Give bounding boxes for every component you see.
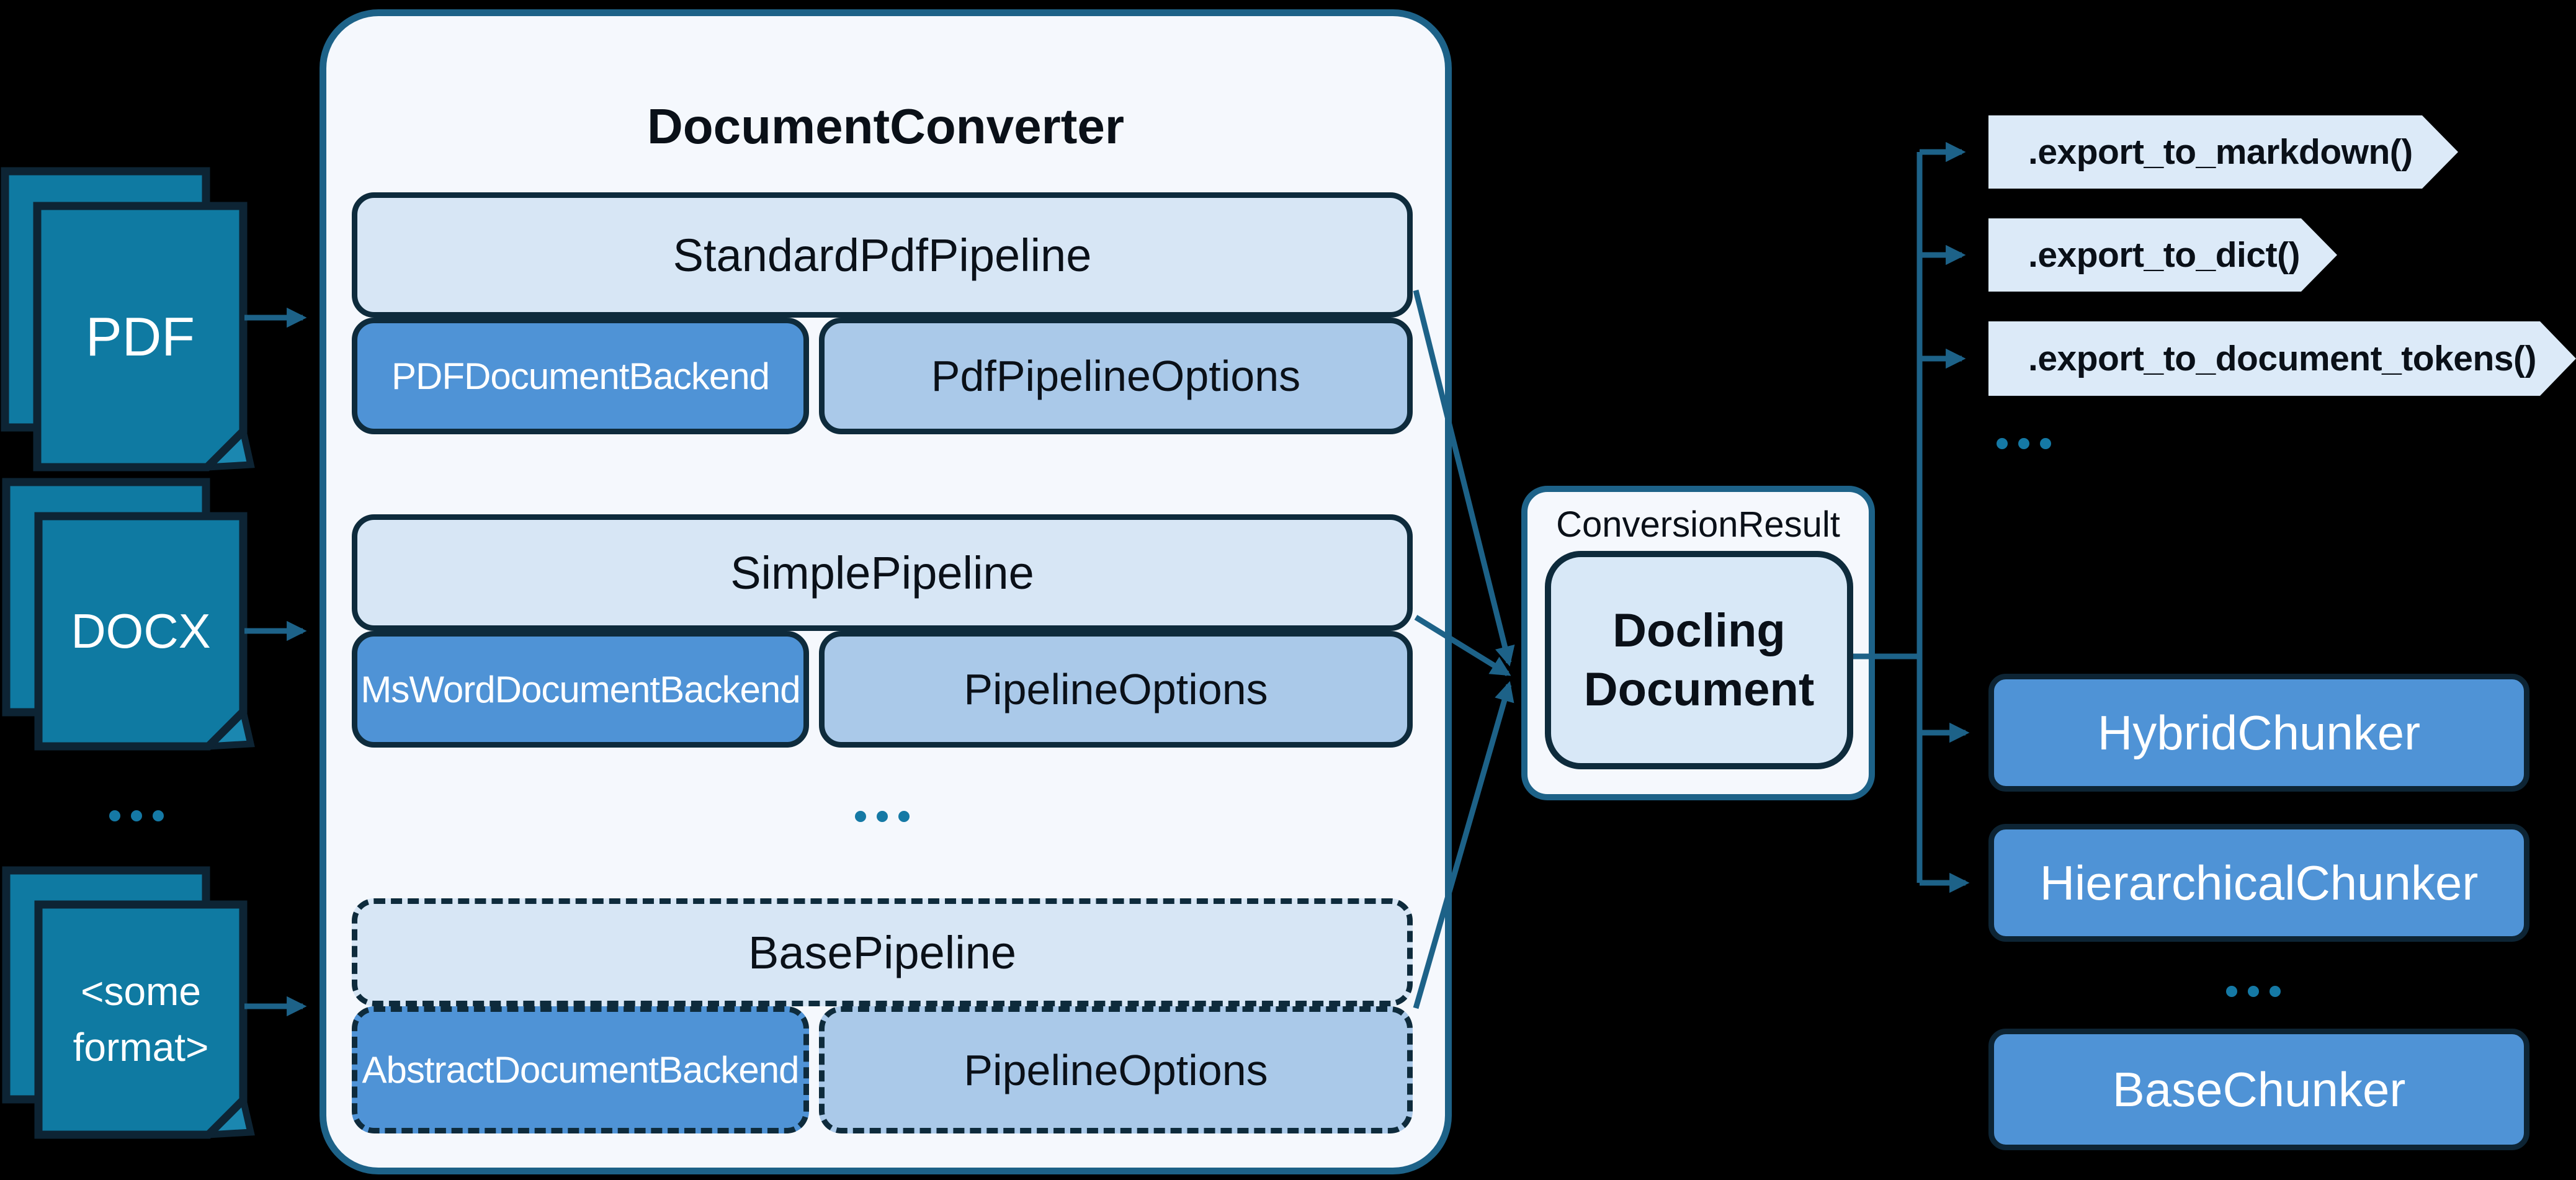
- pipeline-label: BasePipeline: [748, 926, 1016, 978]
- options-box-simple: PipelineOptions: [819, 631, 1413, 748]
- backend-box-pdf: PDFDocumentBackend: [352, 318, 809, 434]
- input-pdf-label: PDF: [37, 206, 243, 467]
- export-chip-label: .export_to_dict(): [2028, 235, 2301, 275]
- options-box-pdf: PdfPipelineOptions: [819, 318, 1413, 434]
- options-label: PipelineOptions: [964, 1045, 1268, 1094]
- dot-icon: [2248, 986, 2259, 997]
- export-chip-label: .export_to_markdown(): [2028, 132, 2413, 172]
- chunker-box-hybrid: HybridChunker: [1988, 674, 2529, 792]
- dot-icon: [2270, 986, 2281, 997]
- conversion-result-label: ConversionResult: [1556, 504, 1840, 545]
- chunker-label: BaseChunker: [2112, 1062, 2406, 1117]
- input-label-text: DOCX: [71, 603, 211, 658]
- dot-icon: [898, 811, 910, 822]
- dot-icon: [153, 810, 164, 821]
- options-label: PipelineOptions: [964, 665, 1268, 713]
- pipeline-box-base: BasePipeline: [352, 898, 1413, 1006]
- dot-icon: [2040, 438, 2051, 449]
- export-chip-doctokens: .export_to_document_tokens(): [1988, 321, 2576, 396]
- ellipsis-icon: [855, 811, 910, 822]
- backend-label: MsWordDocumentBackend: [360, 668, 800, 710]
- docling-document-label: Docling Document: [1584, 601, 1815, 719]
- export-chip-markdown: .export_to_markdown(): [1988, 115, 2458, 189]
- pipeline-label: SimplePipeline: [730, 547, 1034, 599]
- docling-line2: Document: [1583, 663, 1815, 716]
- document-converter-title: DocumentConverter: [646, 99, 1125, 154]
- someformat-line2: format>: [73, 1024, 209, 1070]
- input-someformat-label: <some format>: [38, 905, 243, 1135]
- pipeline-box-simple: SimplePipeline: [352, 514, 1413, 631]
- backend-label: AbstractDocumentBackend: [362, 1049, 799, 1091]
- ellipsis-icon: [1997, 438, 2051, 449]
- someformat-line1: <some: [81, 968, 201, 1014]
- input-docx-label: DOCX: [38, 516, 243, 746]
- input-label-text: <some format>: [73, 964, 209, 1075]
- dot-icon: [2226, 986, 2237, 997]
- chunker-label: HybridChunker: [2097, 705, 2421, 760]
- pipeline-box-standardpdf: StandardPdfPipeline: [352, 192, 1413, 318]
- dot-icon: [131, 810, 142, 821]
- dot-icon: [1997, 438, 2008, 449]
- options-box-base: PipelineOptions: [819, 1006, 1413, 1133]
- export-chip-label: .export_to_document_tokens(): [2028, 339, 2536, 378]
- dot-icon: [855, 811, 866, 822]
- docling-line1: Docling: [1612, 604, 1786, 657]
- backend-label: PDFDocumentBackend: [391, 355, 770, 397]
- input-label-text: PDF: [86, 305, 195, 367]
- pipeline-label: StandardPdfPipeline: [673, 229, 1092, 281]
- dot-icon: [109, 810, 120, 821]
- dot-icon: [2018, 438, 2029, 449]
- dot-icon: [877, 811, 888, 822]
- ellipsis-icon: [109, 810, 164, 821]
- export-chip-dict: .export_to_dict(): [1988, 218, 2337, 292]
- options-label: PdfPipelineOptions: [931, 352, 1301, 400]
- backend-box-abstract: AbstractDocumentBackend: [352, 1006, 809, 1133]
- ellipsis-icon: [2226, 986, 2281, 997]
- docling-document-box: Docling Document: [1545, 551, 1853, 769]
- chunker-label: HierarchicalChunker: [2039, 855, 2479, 910]
- backend-box-msword: MsWordDocumentBackend: [352, 631, 809, 748]
- chunker-box-base: BaseChunker: [1988, 1029, 2529, 1150]
- chunker-box-hierarchical: HierarchicalChunker: [1988, 824, 2529, 942]
